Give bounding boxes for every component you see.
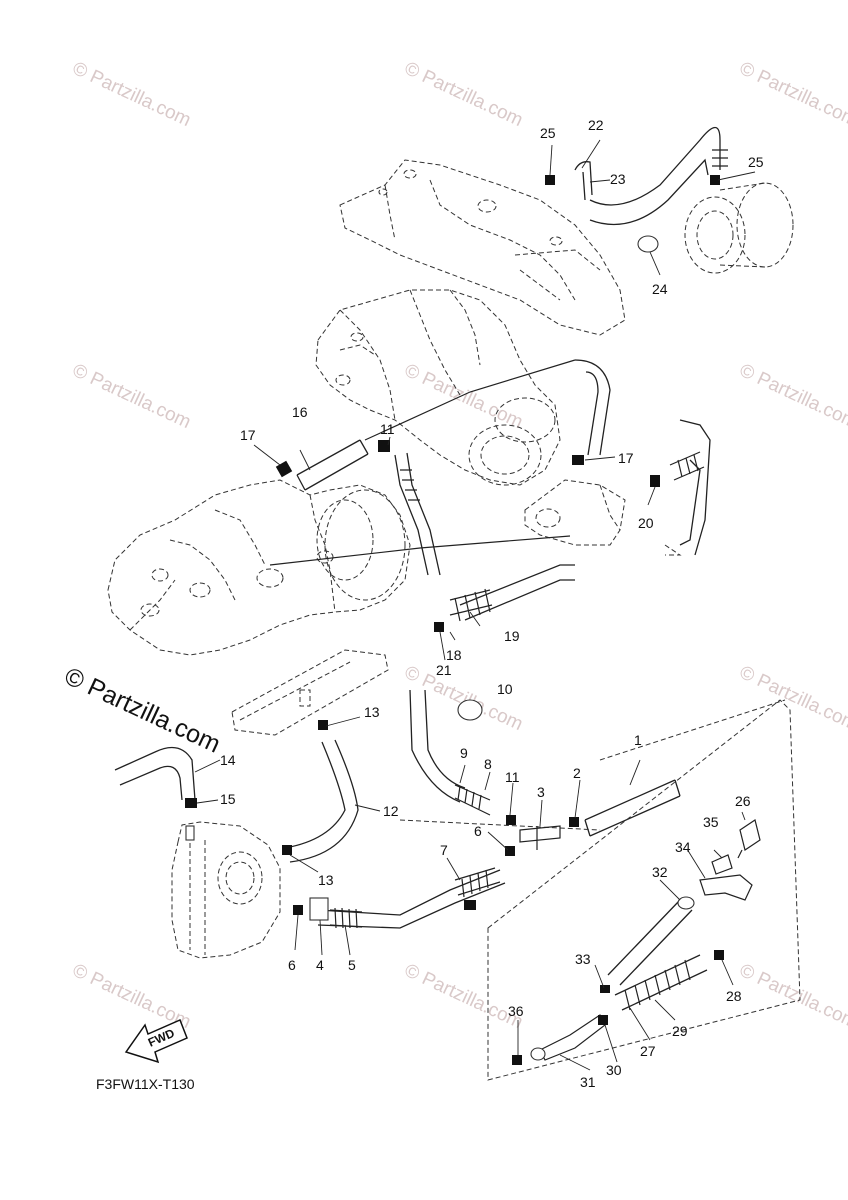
hoses	[114, 359, 801, 1081]
callout-20: 20	[638, 515, 654, 531]
callout-19: 19	[504, 628, 520, 644]
callout-11b: 11	[380, 421, 395, 437]
callout-7: 7	[440, 842, 448, 858]
exhaust-cover	[339, 159, 626, 336]
callout-21: 21	[436, 662, 452, 678]
callout-8: 8	[484, 756, 492, 772]
callout-26: 26	[735, 793, 751, 809]
callout-27: 27	[640, 1043, 656, 1059]
engine-block	[107, 479, 411, 656]
callout-25b: 25	[748, 154, 764, 170]
callout-16: 16	[292, 404, 308, 420]
callout-12: 12	[383, 803, 399, 819]
exhaust-joint	[524, 479, 626, 546]
callout-9: 9	[460, 745, 468, 761]
callout-6: 6	[288, 957, 296, 973]
leader-lines	[194, 139, 756, 1071]
callout-1: 1	[634, 732, 642, 748]
callout-2: 2	[573, 765, 581, 781]
fwd-arrow: FWD	[124, 1018, 188, 1064]
callout-29: 29	[672, 1023, 688, 1039]
callout-4: 4	[316, 957, 324, 973]
callout-34: 34	[675, 839, 691, 855]
muffler-top	[684, 182, 794, 274]
callout-22: 22	[588, 117, 604, 133]
callout-28: 28	[726, 988, 742, 1004]
callout-36: 36	[508, 1003, 524, 1019]
callout-14: 14	[220, 752, 236, 768]
callout-25: 25	[540, 125, 556, 141]
callout-17b: 17	[618, 450, 634, 466]
callout-6b: 6	[474, 823, 482, 839]
callout-13: 13	[364, 704, 380, 720]
callout-31: 31	[580, 1074, 596, 1090]
callout-32: 32	[652, 864, 668, 880]
callout-17: 17	[240, 427, 256, 443]
callout-23: 23	[610, 171, 626, 187]
callout-13b: 13	[318, 872, 334, 888]
manifold-plate	[231, 649, 389, 736]
callout-labels: 1 2 3 4 5 6 6 7 8 9 10 11 11 12 13 13 14…	[220, 117, 764, 1090]
callout-35: 35	[703, 814, 719, 830]
callout-10: 10	[497, 681, 513, 697]
callout-18: 18	[446, 647, 462, 663]
callout-24: 24	[652, 281, 668, 297]
callout-33: 33	[575, 951, 591, 967]
clamps	[185, 126, 761, 1065]
diagram-code: F3FW11X-T130	[96, 1076, 195, 1092]
callout-11: 11	[505, 769, 520, 785]
callout-5: 5	[348, 957, 356, 973]
exhaust-manifold	[315, 289, 561, 486]
valve-assembly	[171, 821, 281, 959]
callout-15: 15	[220, 791, 236, 807]
callout-30: 30	[606, 1062, 622, 1078]
callout-3: 3	[537, 784, 545, 800]
